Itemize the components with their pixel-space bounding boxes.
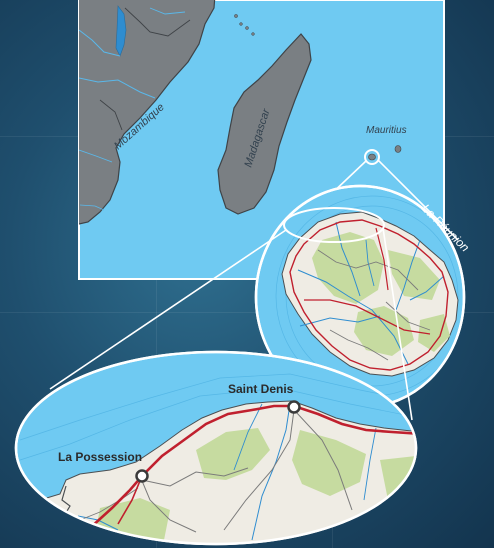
madagascar-landmass: [217, 33, 312, 215]
label-mauritius: Mauritius: [366, 125, 407, 136]
river: [79, 77, 156, 99]
label-saint-denis: Saint Denis: [228, 382, 294, 396]
river: [395, 239, 421, 311]
country-border: [124, 7, 191, 37]
river: [149, 7, 186, 15]
river: [365, 239, 375, 287]
river-zambezi: [79, 29, 121, 57]
regional-map-panel: Mozambique Madagascar Mauritius: [78, 0, 445, 280]
secondary-road: [223, 409, 295, 531]
lake-malawi: [115, 5, 127, 57]
depth-contour: [19, 387, 416, 461]
main-highway: [89, 404, 416, 529]
label-la-possession: La Possession: [58, 450, 142, 464]
reunion-focus-ring: [364, 149, 380, 165]
river: [409, 275, 445, 301]
depth-contour: [19, 373, 416, 441]
reunion-island-small: [368, 153, 376, 161]
la-possession-marker-icon: [135, 469, 149, 483]
secondary-road: [317, 249, 419, 291]
secondary-road: [141, 467, 249, 487]
forest-zone: [292, 430, 366, 496]
river: [297, 269, 409, 365]
river: [233, 403, 263, 471]
river: [363, 427, 377, 501]
forest-zone: [312, 232, 384, 304]
north-coast-detail-ellipse: Saint Denis La Possession: [14, 350, 418, 546]
depth-contour: [285, 205, 459, 387]
forest-zone: [418, 314, 450, 352]
mountain-road: [375, 227, 389, 291]
country-border: [99, 99, 123, 131]
river: [79, 204, 105, 211]
branch-highway: [117, 475, 143, 525]
mozambique-landmass: [79, 0, 216, 225]
reunion-zoom-circle: La Réunion: [254, 184, 472, 410]
north-coast-focus-ellipse: [283, 207, 385, 243]
comoros-island: [234, 14, 238, 18]
river: [79, 149, 113, 163]
secondary-road: [295, 411, 353, 511]
coastal-highway: [289, 219, 449, 371]
secondary-road: [385, 301, 431, 331]
forest-zone: [388, 250, 440, 300]
river: [335, 221, 361, 297]
forest-zone: [196, 428, 270, 480]
comoros-island: [251, 32, 255, 36]
mauritius-island: [394, 145, 402, 153]
secondary-road: [139, 475, 197, 533]
comoros-island: [245, 26, 249, 30]
secondary-road: [79, 487, 139, 521]
saint-denis-marker-icon: [287, 400, 301, 414]
comoros-island: [239, 22, 243, 26]
river: [251, 403, 291, 541]
river: [299, 315, 381, 327]
cross-island-road: [304, 299, 431, 335]
callout-lines-bottom: [49, 227, 413, 421]
forest-zone: [380, 456, 416, 520]
secondary-road: [329, 329, 389, 361]
